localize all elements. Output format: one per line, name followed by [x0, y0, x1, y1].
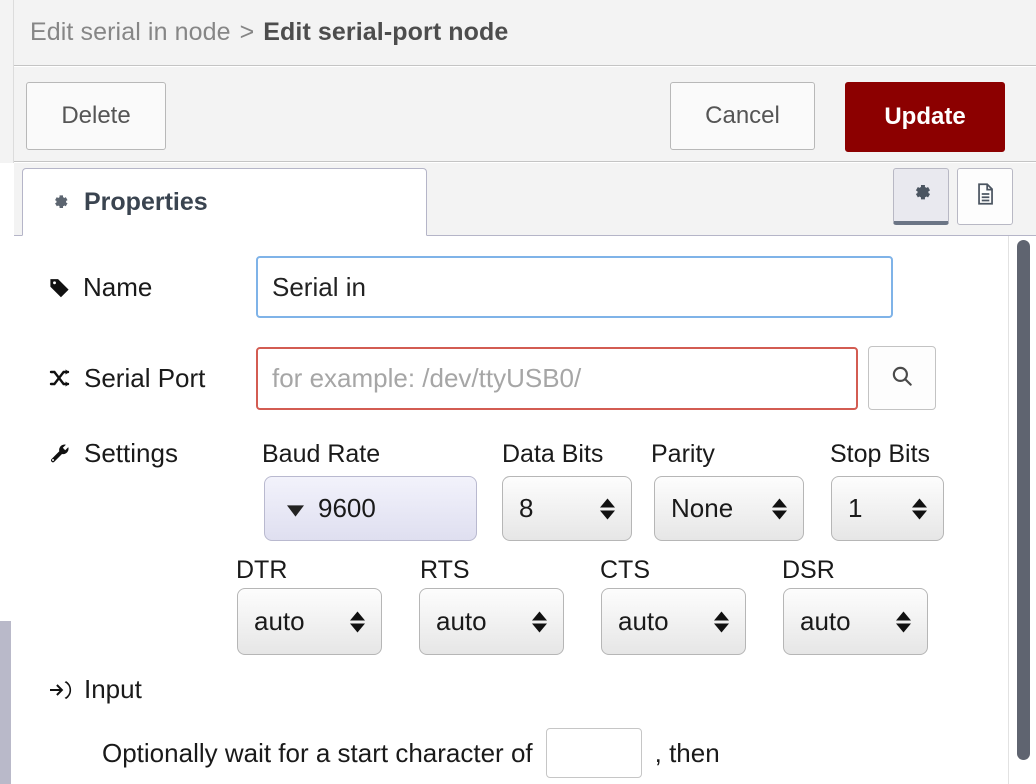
dsr-label: DSR: [782, 556, 835, 584]
dsr-value: auto: [800, 606, 851, 636]
cts-select[interactable]: auto: [601, 588, 746, 655]
breadcrumb-parent[interactable]: Edit serial in node: [30, 18, 231, 46]
dsr-select[interactable]: auto: [783, 588, 928, 655]
wrench-icon: [48, 442, 72, 466]
parity-label: Parity: [651, 440, 715, 468]
update-button[interactable]: Update: [845, 82, 1005, 152]
tab-underline: [14, 235, 1036, 236]
parity-value: None: [671, 493, 734, 523]
cts-value: auto: [618, 606, 669, 636]
stop-bits-select[interactable]: 1: [831, 476, 944, 541]
tab-bar: Properties: [14, 163, 1036, 236]
serial-port-input[interactable]: [256, 346, 858, 410]
parity-select[interactable]: None: [654, 476, 804, 541]
document-icon: [972, 181, 998, 212]
name-label: Name: [48, 272, 256, 303]
settings-label: Settings: [48, 438, 178, 469]
tab-properties-label: Properties: [84, 187, 208, 216]
tab-header-buttons: [893, 168, 1013, 225]
left-scrollbar-thumb[interactable]: [0, 621, 11, 784]
settings-label-text: Settings: [84, 438, 178, 468]
stop-bits-label: Stop Bits: [830, 440, 931, 468]
stop-bits-value: 1: [848, 493, 863, 523]
serial-port-search-button[interactable]: [868, 346, 936, 410]
data-bits-select[interactable]: 8: [502, 476, 632, 541]
input-section-label-text: Input: [84, 674, 142, 704]
chevron-down-icon: [287, 493, 304, 524]
settings-row: Settings: [48, 438, 178, 469]
name-row: Name: [48, 256, 893, 318]
dialog-left-edge: [0, 0, 14, 163]
start-character-input[interactable]: [545, 728, 642, 778]
vertical-scrollbar-thumb[interactable]: [1017, 240, 1030, 760]
tab-properties[interactable]: Properties: [22, 168, 427, 236]
spinner-icon: [912, 498, 927, 519]
shuffle-icon: [48, 366, 72, 390]
baud-rate-label: Baud Rate: [262, 440, 381, 468]
input-section-label: Input: [48, 674, 142, 705]
start-character-row: Optionally wait for a start character of…: [102, 728, 720, 778]
vertical-scrollbar[interactable]: [1008, 236, 1036, 784]
name-input[interactable]: [256, 256, 893, 318]
rts-label: RTS: [420, 556, 470, 584]
baud-rate-value: 9600: [318, 493, 376, 523]
start-character-text-after: , then: [654, 737, 720, 768]
breadcrumb-current: Edit serial-port node: [263, 18, 509, 46]
spinner-icon: [896, 611, 911, 632]
data-bits-label: Data Bits: [502, 440, 604, 468]
baud-rate-select[interactable]: 9600: [264, 476, 477, 541]
dtr-value: auto: [254, 606, 305, 636]
tag-icon: [48, 276, 71, 299]
input-section-header: Input: [48, 674, 142, 705]
search-icon: [889, 363, 915, 394]
rts-value: auto: [436, 606, 487, 636]
cancel-button[interactable]: Cancel: [670, 82, 815, 150]
gear-icon: [49, 191, 71, 213]
breadcrumb-separator: >: [239, 18, 255, 46]
delete-button[interactable]: Delete: [26, 82, 166, 150]
dtr-label: DTR: [236, 556, 288, 584]
gear-icon: [909, 180, 934, 210]
serial-port-label-text: Serial Port: [84, 362, 206, 393]
left-scrollbar[interactable]: [0, 163, 14, 784]
spinner-icon: [714, 611, 729, 632]
properties-tab-button[interactable]: [893, 168, 949, 225]
cts-label: CTS: [600, 556, 650, 584]
description-tab-button[interactable]: [957, 168, 1013, 225]
spinner-icon: [772, 498, 787, 519]
spinner-icon: [532, 611, 547, 632]
start-character-text-before: Optionally wait for a start character of: [102, 737, 533, 768]
spinner-icon: [350, 611, 365, 632]
data-bits-value: 8: [519, 493, 534, 523]
serial-port-label: Serial Port: [48, 363, 256, 394]
rts-select[interactable]: auto: [419, 588, 564, 655]
name-label-text: Name: [83, 271, 153, 302]
spinner-icon: [600, 498, 615, 519]
breadcrumb: Edit serial in node > Edit serial-port n…: [14, 0, 1036, 66]
sign-in-icon: [48, 678, 72, 702]
serial-port-row: Serial Port: [48, 346, 936, 410]
dtr-select[interactable]: auto: [237, 588, 382, 655]
dialog-button-bar: Delete Cancel Update: [14, 67, 1036, 162]
properties-form: Name Serial Port: [14, 236, 1036, 784]
